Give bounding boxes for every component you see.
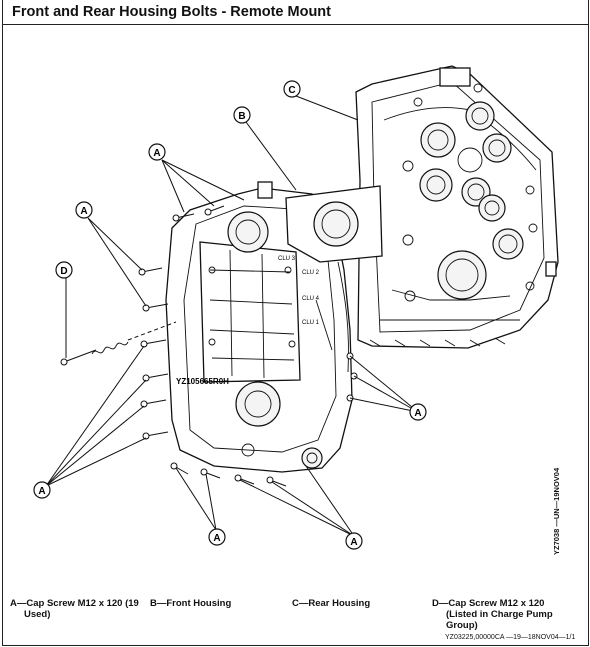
legend-item-b: B—Front Housing xyxy=(150,598,232,609)
figure-code-vertical: YZ7038 —UN—19NOV04 xyxy=(552,467,561,555)
callout-leaders xyxy=(45,95,419,537)
port-label-clu2: CLU 2 xyxy=(302,270,320,276)
cap-screws-left xyxy=(138,205,225,440)
callout-c: C xyxy=(283,80,301,98)
callout-a-lower-left: A xyxy=(33,481,51,499)
title-divider xyxy=(2,24,588,25)
port-label-clu3: CLU 3 xyxy=(278,256,296,262)
callout-d: D xyxy=(55,261,73,279)
cap-screw-d-assembly xyxy=(60,321,177,366)
svg-text:D: D xyxy=(60,266,67,277)
svg-text:A: A xyxy=(350,537,357,548)
svg-text:A: A xyxy=(414,408,421,419)
callout-a-bottom-center: A xyxy=(208,528,226,546)
exploded-view-illustration: YZ105665R0H CLU 3 CLU 2 CLU 4 CLU 1 xyxy=(33,65,559,550)
cap-screws-bottom xyxy=(170,462,287,487)
callout-a-right: A xyxy=(409,403,427,421)
rear-housing xyxy=(355,65,559,349)
legend-item-c: C—Rear Housing xyxy=(292,598,371,609)
svg-text:A: A xyxy=(213,533,220,544)
svg-text:C: C xyxy=(288,85,295,96)
port-label-clu1: CLU 1 xyxy=(302,320,320,326)
port-label-clu4: CLU 4 xyxy=(302,296,320,302)
legend-item-d: D—Cap Screw M12 x 120 (Listed in Charge … xyxy=(432,598,553,631)
callout-b: B xyxy=(233,106,251,124)
front-housing: YZ105665R0H CLU 3 CLU 2 CLU 4 CLU 1 xyxy=(165,181,383,473)
svg-text:A: A xyxy=(38,486,45,497)
legend-item-a: A—Cap Screw M12 x 120 (19 Used) xyxy=(10,598,139,620)
document-footer-code: YZ03225,00000CA —19—18NOV04—1/1 xyxy=(445,634,576,641)
page-title: Front and Rear Housing Bolts - Remote Mo… xyxy=(12,4,331,20)
part-number-stamp: YZ105665R0H xyxy=(176,377,229,386)
svg-text:A: A xyxy=(153,148,160,159)
svg-text:A: A xyxy=(80,206,87,217)
svg-text:B: B xyxy=(238,111,245,122)
callout-a-upper-left: A xyxy=(75,201,93,219)
callout-a-top: A xyxy=(148,143,166,161)
callout-a-bottom-right: A xyxy=(345,532,363,550)
